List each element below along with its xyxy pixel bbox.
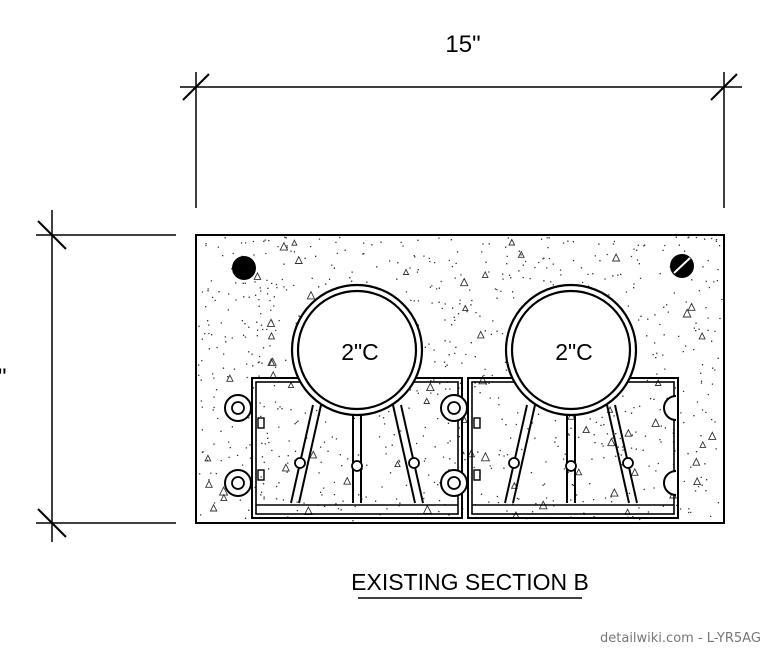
conduit-right-label: 2"C bbox=[555, 339, 593, 365]
spacer-ear-hole bbox=[231, 401, 245, 415]
width-dimension bbox=[180, 72, 742, 208]
spacer-leg bbox=[606, 404, 630, 504]
conduit-left-inner bbox=[296, 289, 418, 411]
spacer-leg bbox=[298, 404, 322, 504]
spacer-ear-hole bbox=[447, 476, 461, 490]
spacer-ear-hole bbox=[447, 401, 461, 415]
spacer-leg bbox=[392, 404, 416, 504]
spacer-leg bbox=[512, 404, 536, 504]
spacer-bump bbox=[257, 469, 265, 481]
spacer-pin bbox=[294, 457, 306, 469]
watermark: detailwiki.com - L-YR5AG bbox=[600, 631, 760, 646]
height-tick-bottom bbox=[37, 508, 67, 538]
spacer-pin bbox=[622, 457, 634, 469]
rebar-right bbox=[670, 254, 694, 278]
spacer-pin bbox=[565, 460, 577, 472]
spacer-ear-hole bbox=[231, 476, 245, 490]
spacer-bump bbox=[473, 417, 481, 429]
spacer-notch bbox=[663, 395, 677, 421]
spacer-pin bbox=[351, 460, 363, 472]
conduit-left: 2"C bbox=[290, 283, 424, 417]
height-tick-top bbox=[37, 220, 67, 250]
spacer-bump bbox=[473, 469, 481, 481]
spacer-leg bbox=[290, 404, 314, 504]
spacer-bump bbox=[257, 417, 265, 429]
width-tick-right bbox=[710, 73, 738, 101]
height-dimension bbox=[36, 210, 176, 542]
spacer-pin bbox=[508, 457, 520, 469]
conduit-right-inner bbox=[510, 289, 632, 411]
spacer-leg bbox=[614, 404, 638, 504]
rebar-left bbox=[232, 256, 256, 280]
duct-spacer-right bbox=[440, 377, 679, 519]
conduit-right: 2"C bbox=[504, 283, 638, 417]
spacer-pin bbox=[408, 457, 420, 469]
duct-spacer-left bbox=[224, 377, 463, 519]
width-tick-left bbox=[182, 73, 210, 101]
section-title: EXISTING SECTION B bbox=[351, 569, 589, 595]
spacer-leg bbox=[400, 404, 424, 504]
conduit-left-label: 2"C bbox=[341, 339, 379, 365]
height-dimension-label: " bbox=[0, 364, 7, 391]
spacer-notch bbox=[663, 470, 677, 496]
spacer-leg bbox=[504, 404, 528, 504]
width-dimension-label: 15" bbox=[445, 31, 480, 58]
